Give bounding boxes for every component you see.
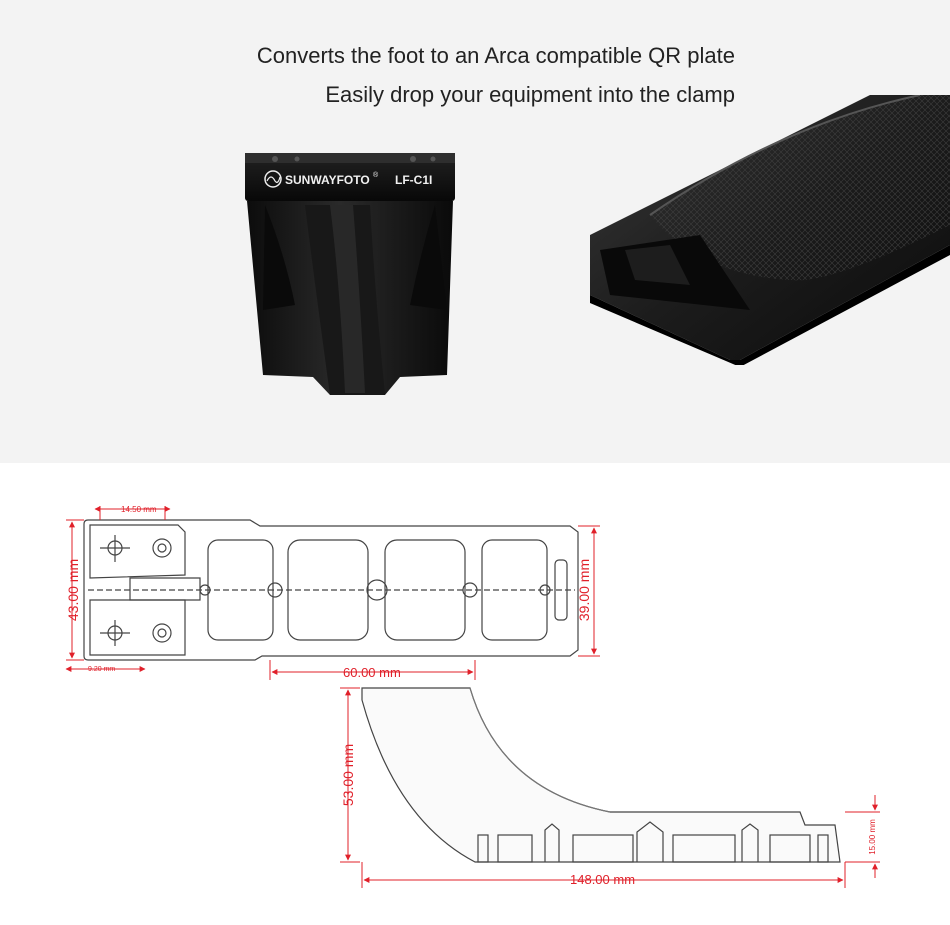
caption-line-2: Easily drop your equipment into the clam… — [325, 82, 735, 107]
dim-top-hole-spacing: 14.50 mm — [121, 505, 157, 514]
side-view-outline — [361, 687, 841, 863]
adapter-front-photo: SUNWAYFOTO ® LF-C1I — [245, 153, 455, 395]
dim-side-height: 53.00 mm — [340, 744, 356, 806]
dim-overall-length: 148.00 mm — [570, 872, 635, 887]
adapter-top-block — [245, 153, 455, 201]
registered-mark: ® — [373, 171, 379, 179]
plate-closeup-photo — [590, 95, 950, 365]
top-view-outline — [83, 519, 579, 661]
dim-base-thickness: 15.00 mm — [868, 819, 877, 855]
dimension-labels: 14.50 mm 43.00 mm 39.00 mm 9.20 mm 60.00… — [65, 505, 877, 887]
dim-right-height: 39.00 mm — [576, 559, 592, 621]
model-number: LF-C1I — [395, 173, 432, 187]
product-photo-panel: Converts the foot to an Arca compatible … — [0, 0, 950, 463]
technical-drawing-panel: 14.50 mm 43.00 mm 39.00 mm 9.20 mm 60.00… — [0, 463, 950, 925]
brand-logo: SUNWAYFOTO ® LF-C1I — [264, 170, 432, 188]
dim-bottom-offset: 9.20 mm — [88, 666, 115, 673]
brand-name: SUNWAYFOTO — [285, 173, 370, 187]
technical-drawing: 14.50 mm 43.00 mm 39.00 mm 9.20 mm 60.00… — [65, 505, 880, 888]
caption-line-1: Converts the foot to an Arca compatible … — [256, 43, 735, 68]
dim-slot-span: 60.00 mm — [343, 665, 401, 680]
dimension-lines — [65, 506, 880, 888]
dim-left-height: 43.00 mm — [65, 559, 81, 621]
